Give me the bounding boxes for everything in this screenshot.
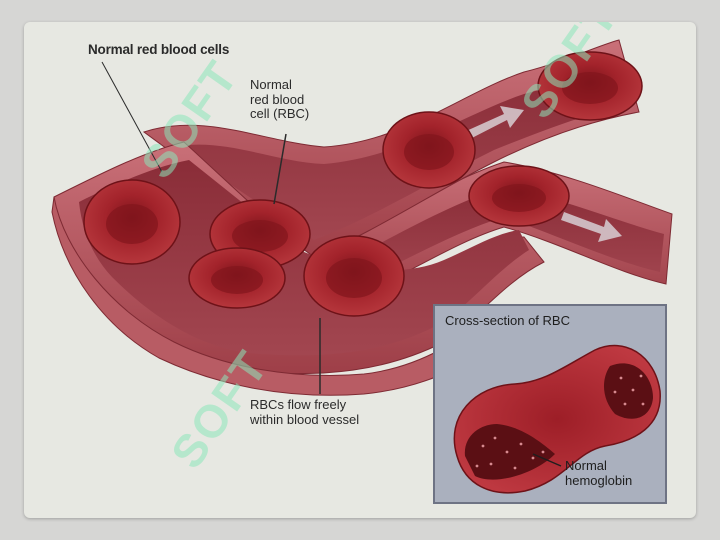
label-rbc-line-2: red blood [250,91,305,107]
leader-lines [101,61,321,394]
vessel-main-lumen [79,160,529,356]
label-hemoglobin-line-2: hemoglobin [565,473,633,488]
diagram-frame: Normal red blood cells Normal red blood … [24,22,696,518]
leader-hemoglobin [532,453,562,467]
label-flow-line-2: within blood vessel [250,411,360,427]
cross-section-inset: Cross-section of RBC Normal hemoglobin [433,304,667,504]
inset-title: Cross-section of RBC [445,313,570,328]
rbc-cell-7 [537,51,643,121]
rbc-cell-1 [83,179,181,265]
label-flow-line-1: RBCs flow freely [250,397,347,412]
rbc-cell-4 [303,235,405,317]
rbc-cross-section-illustration [453,344,661,494]
label-normal-rbc: Normal red blood cell (RBC) [250,77,310,122]
red-blood-cells [83,51,643,317]
hemoglobin-dots [475,374,645,470]
label-hemoglobin-line-1: Normal [565,458,607,473]
rbc-cell-3 [188,247,286,309]
label-rbc-flow: RBCs flow freely within blood vessel [250,397,360,427]
vessel-lower-branch-lumen [344,187,664,284]
flow-arrow-upper [464,106,524,140]
label-rbc-line-1: Normal [250,77,292,92]
leader-rbc [273,133,287,205]
label-rbc-line-3: cell (RBC) [250,106,310,121]
label-normal-hemoglobin: Normal hemoglobin [565,458,632,488]
rbc-cell-5 [382,111,476,189]
blood-vessel-illustration [51,39,673,396]
diagram-title: Normal red blood cells [88,42,230,57]
leader-title [101,61,163,173]
rbc-cell-6 [468,165,570,227]
flow-arrows [464,106,622,242]
rbc-cross-section-cut [464,424,555,480]
flow-arrow-lower [561,212,622,242]
